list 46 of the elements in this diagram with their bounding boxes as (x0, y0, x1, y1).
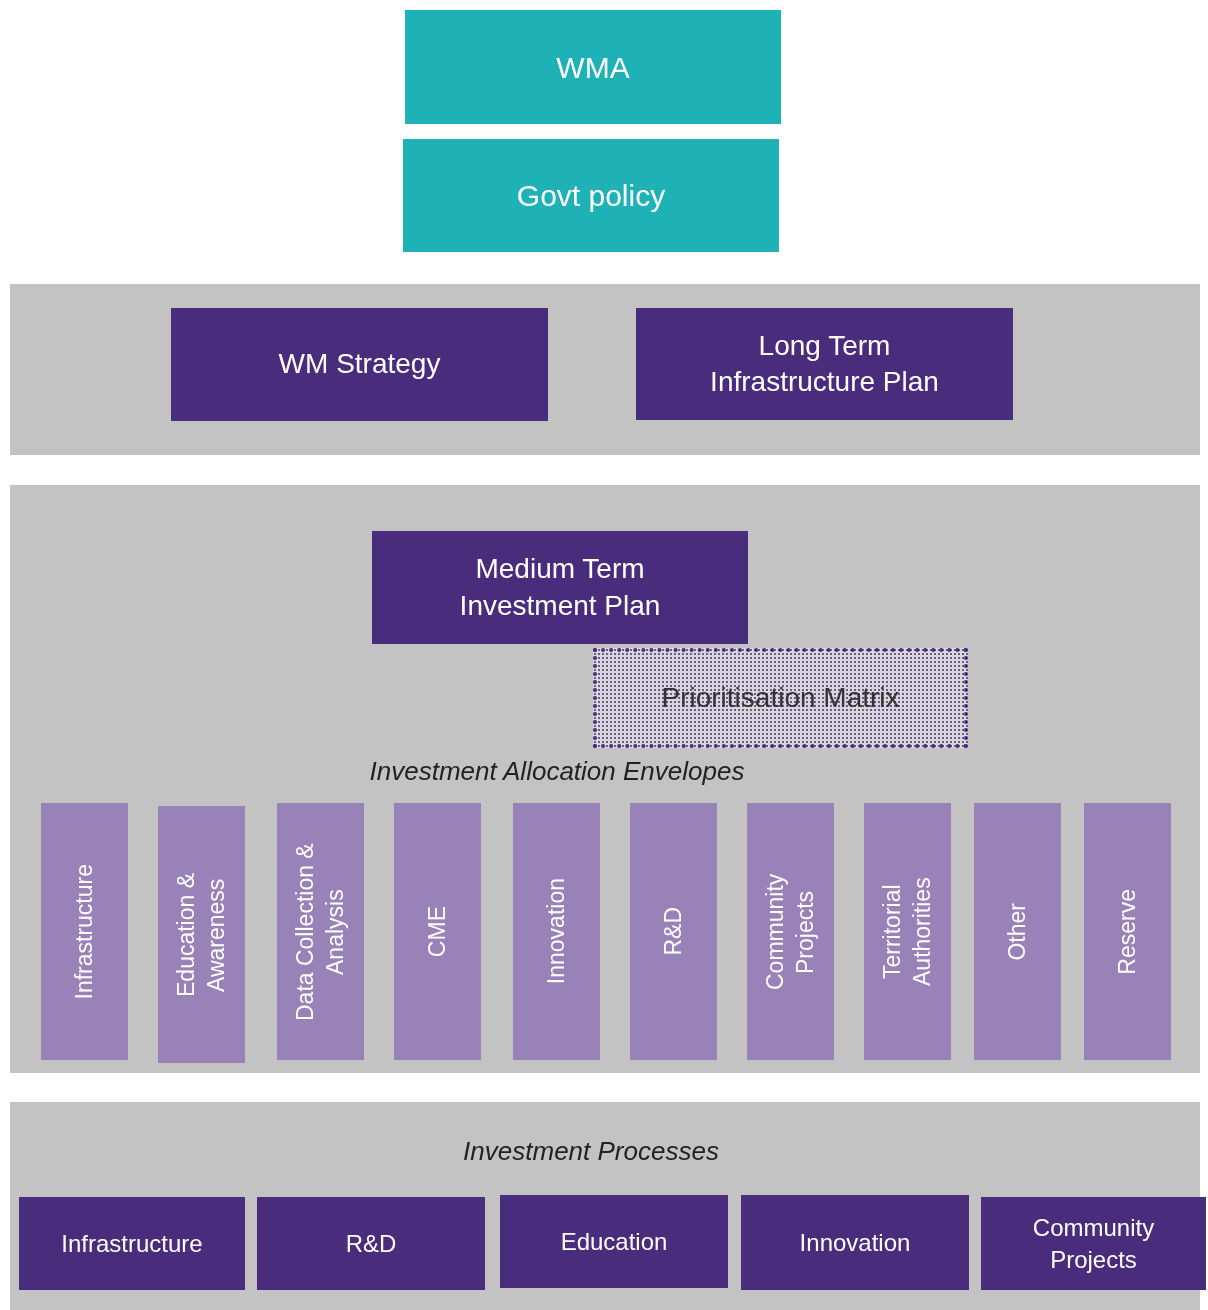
band-panel (10, 284, 1200, 455)
process-box (741, 1195, 969, 1290)
section-heading: Investment Allocation Envelopes (369, 756, 745, 787)
envelope-bar (394, 803, 481, 1060)
node-text: Medium Term Investment Plan (458, 552, 662, 623)
node-text: Prioritisation Matrix (661, 680, 900, 715)
node-text: Data Collection & Analysis (290, 842, 349, 1021)
node-text: Infrastructure (69, 863, 98, 1000)
plan-box (171, 308, 548, 421)
plan-box (636, 308, 1013, 420)
policy-box (405, 10, 781, 124)
node-text: Reserve (1112, 888, 1141, 975)
node-text: R&D (658, 907, 687, 956)
policy-box (403, 139, 779, 252)
envelope-bar (41, 803, 128, 1060)
matrix-box (593, 648, 968, 748)
node-text: Territorial Authorities (877, 876, 936, 988)
process-box (981, 1197, 1206, 1290)
section-heading: Investment Processes (463, 1136, 719, 1167)
node-text: Innovation (799, 1227, 911, 1258)
node-text: Other (1002, 902, 1031, 961)
node-text: WM Strategy (278, 347, 441, 382)
node-text: Education (560, 1226, 668, 1257)
envelope-bar (974, 803, 1061, 1060)
process-box (19, 1197, 245, 1290)
envelope-bar (513, 803, 600, 1060)
envelope-bar (630, 803, 717, 1060)
node-text: R&D (345, 1228, 397, 1259)
node-text: Education & Awareness (171, 871, 230, 999)
node-text: Long Term Infrastructure Plan (709, 328, 940, 399)
node-text: Infrastructure (61, 1228, 203, 1259)
envelope-bar (747, 803, 834, 1060)
node-text: Community Projects (760, 872, 819, 992)
node-text: WMA (556, 49, 630, 86)
process-box (257, 1197, 485, 1290)
node-text: Govt policy (516, 178, 666, 214)
envelope-bar (277, 803, 364, 1060)
envelope-bar (1084, 803, 1171, 1060)
envelope-bar (864, 803, 951, 1060)
node-text: CME (422, 905, 451, 958)
process-box (500, 1195, 728, 1288)
node-text: Community Projects (1031, 1213, 1156, 1275)
band-panel (10, 485, 1200, 1073)
plan-box (372, 531, 748, 644)
node-text: Innovation (541, 878, 570, 985)
envelope-bar (158, 806, 245, 1063)
